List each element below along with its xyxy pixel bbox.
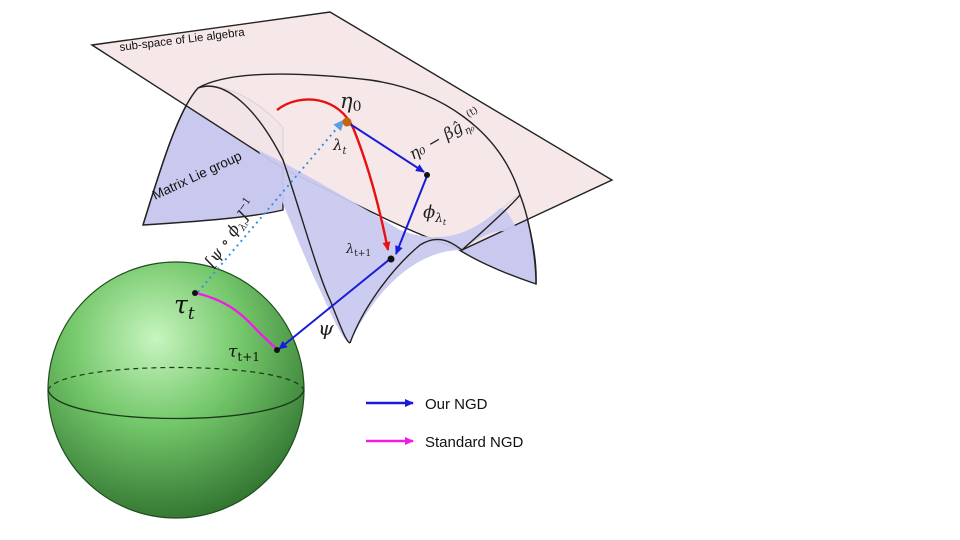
red-geodesic-path (276, 98, 391, 251)
psi-label: ψ (318, 316, 334, 340)
lie-group-outline-left (142, 85, 351, 344)
tau-t1-label: τt+1 (228, 342, 260, 364)
blue-arrow-phi (395, 175, 428, 255)
lie-group-outline-right (349, 193, 537, 344)
lambda-t1-label: λt+1 (345, 242, 371, 259)
tau-t-point (192, 290, 198, 296)
tau-t-label: τt (174, 290, 195, 324)
legend: Our NGD Standard NGD (366, 396, 524, 451)
tau-t1-point (274, 347, 280, 353)
legend-standard-ngd-label: Standard NGD (425, 434, 524, 451)
inverse-map-arrow (197, 119, 345, 293)
phi-label: ϕλt (423, 202, 447, 227)
blue-arrow-psi (278, 258, 391, 350)
blue-arrow-step (346, 121, 425, 173)
magenta-standard-path (195, 291, 278, 350)
eta0-label: η0 (340, 89, 362, 115)
update-point (424, 172, 430, 178)
sphere-equator-front (47, 389, 305, 420)
lie-group-ridge (197, 73, 521, 196)
eta0-point (342, 117, 352, 127)
sphere-equator-back (47, 366, 305, 391)
lambda-t-label: λt (332, 136, 348, 157)
legend-our-ngd-label: Our NGD (425, 396, 488, 413)
sphere (47, 261, 305, 519)
lambda-t1-point (387, 255, 395, 263)
